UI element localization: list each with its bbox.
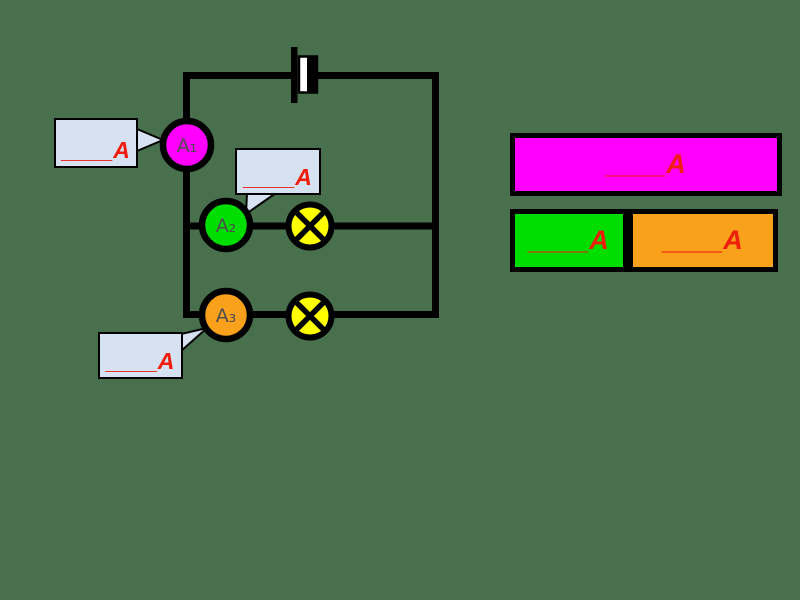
callout-a1-box: ____A: [54, 118, 138, 168]
callout-a2-tail: [244, 192, 280, 216]
ammeter-a2-circle: [198, 197, 254, 253]
answer-bar-green-text: ____A: [529, 225, 609, 255]
ammeter-a1-label: A₁: [177, 135, 198, 157]
answer-bar-magenta-text: ____A: [606, 149, 686, 179]
ammeter-a2: A₂: [198, 197, 254, 253]
answer-bar-green: ____A: [510, 209, 628, 272]
callout-a1-tail: [136, 127, 166, 153]
battery-long-plate: [291, 47, 298, 103]
answer-bar-orange-text: ____A: [663, 225, 743, 255]
callout-a1-text: ____A: [62, 137, 130, 163]
ammeter-a3: A₃: [198, 287, 254, 343]
ammeter-a1-circle: [159, 117, 215, 173]
callout-a3-text: ____A: [106, 348, 175, 374]
ammeter-a3-circle: [198, 287, 254, 343]
battery-icon: [291, 47, 319, 103]
callout-a3-box: ____A: [98, 332, 183, 379]
lamp-middle-icon: [285, 201, 335, 251]
battery-short-plate-dark: [307, 55, 318, 94]
ammeter-a3-label: A₃: [216, 305, 237, 327]
ammeter-a1: A₁: [159, 117, 215, 173]
callout-a2-box: ____A: [235, 148, 321, 195]
lamp-bottom-icon: [285, 291, 335, 341]
answer-bar-orange: ____A: [628, 209, 778, 272]
callout-a2-text: ____A: [244, 164, 312, 190]
answer-bar-magenta: ____A: [510, 133, 782, 196]
ammeter-a2-label: A₂: [216, 215, 237, 237]
callout-a3-tail: [180, 327, 208, 354]
